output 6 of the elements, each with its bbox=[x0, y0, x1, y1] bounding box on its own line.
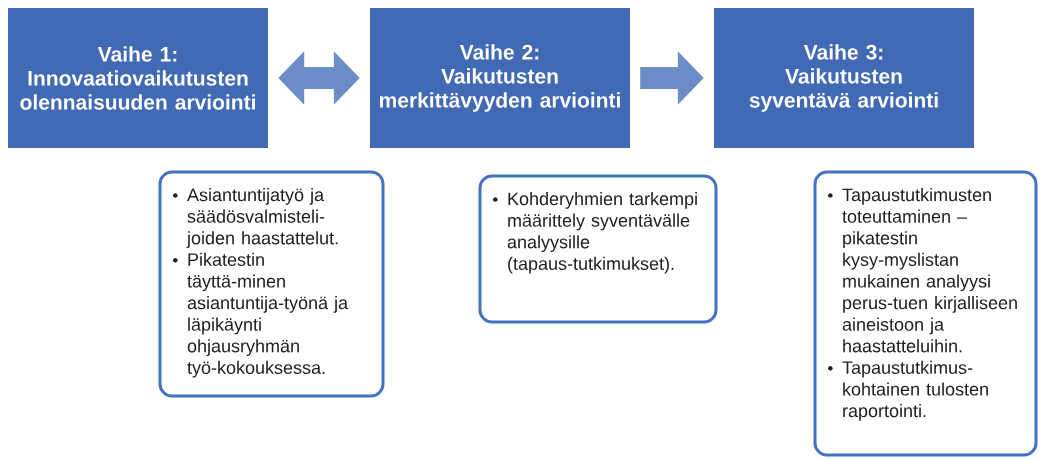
phase-box: Vaihe 3: Vaikutusten syventävä arviointi bbox=[714, 8, 974, 148]
phase-box: Vaihe 2: Vaikutusten merkittävyyden arviointi bbox=[370, 8, 630, 148]
info-box: Tapaustutkimusten toteuttaminen – pikatestin kysy-myslistan mukainen analyysi perus-tuen kirjalliseen aineistoon ja haastatteluihin. Tapaustutkimus-kohtainen tulosten raportointi. bbox=[813, 170, 1038, 457]
phase-box: Vaihe 1: Innovaatiovaikutusten olennaisuuden arviointi bbox=[8, 8, 268, 148]
info-box: Asiantuntijatyö ja säädösvalmisteli-joiden haastattelut. Pikatestin täyttä-minen asiantuntija-työnä ja läpikäynti ohjausryhmän työ-kokouksessa. bbox=[158, 170, 385, 398]
info-box: Kohderyhmien tarkempi määrittely syventävälle analyysille (tapaus-tutkimukset). bbox=[478, 174, 718, 324]
